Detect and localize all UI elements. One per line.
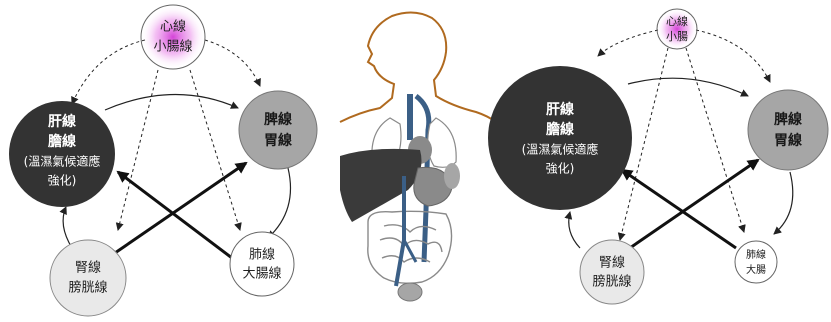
bladder-organ <box>398 283 422 301</box>
right-heart-line2: 小腸 <box>666 30 688 43</box>
right-liver-line4: 強化) <box>546 162 575 176</box>
left-bold-arrow-kidney-spleen <box>112 163 246 255</box>
spleen-organ <box>444 163 460 189</box>
left-lung-node <box>230 232 294 296</box>
right-bold-arrow-kidney-spleen <box>624 160 758 252</box>
left-dashed-arrow-heart-spleen <box>205 40 260 86</box>
left-kidney-line1: 腎線 <box>75 260 101 276</box>
right-kidney-line1: 腎線 <box>599 255 625 271</box>
left-liver-line1: 肝線 <box>48 113 76 130</box>
left-kidney-line2: 膀胱線 <box>68 280 107 296</box>
left-arrow-kidney-liver <box>63 207 72 248</box>
lung-right <box>428 118 456 167</box>
right-liver-line1: 肝線 <box>546 101 574 118</box>
right-liver-line3: (溫濕氣候適應 <box>522 142 599 157</box>
left-lung-line1: 肺線 <box>249 247 275 263</box>
right-kidney-node <box>580 240 644 304</box>
right-spleen-line1: 脾線 <box>774 111 802 128</box>
left-dashed-arrow-heart-lung <box>190 70 240 230</box>
right-arrow-spleen-lung <box>774 172 793 234</box>
left-arrow-spleen-lung <box>268 168 291 238</box>
left-kidney-node <box>50 240 126 316</box>
left-liver-line3: (溫濕氣候適應 <box>24 154 101 169</box>
right-liver-line2: 膽線 <box>546 121 574 138</box>
body-outline <box>340 12 496 122</box>
right-lung-node <box>735 241 777 283</box>
right-spleen-line2: 胃線 <box>774 132 802 149</box>
right-lung-line2: 大腸 <box>746 263 766 276</box>
right-dashed-arrow-heart-liver <box>598 30 658 56</box>
left-spleen-node <box>239 91 317 169</box>
right-kidney-line2: 膀胱線 <box>592 274 631 290</box>
left-liver-line2: 膽線 <box>48 133 76 150</box>
right-liver-node <box>488 66 632 210</box>
right-spleen-node <box>748 90 828 170</box>
left-arrow-liver-spleen <box>105 94 238 110</box>
left-heart-line1: 心線 <box>160 19 186 35</box>
left-spleen-line2: 胃線 <box>264 132 292 149</box>
left-spleen-line1: 脾線 <box>264 111 292 128</box>
left-heart-line2: 小腸線 <box>153 39 192 55</box>
right-heart-line1: 心線 <box>666 14 688 28</box>
right-diagram: 心線 小腸 肝線 膽線 (溫濕氣候適應 強化) 脾線 胃線 腎線 膀胱線 肺線 … <box>488 9 828 304</box>
left-liver-line4: 強化) <box>48 174 77 188</box>
right-arrow-liver-spleen <box>628 78 748 96</box>
left-dashed-arrow-heart-kidney <box>118 70 158 230</box>
left-dashed-arrow-heart-liver <box>72 40 145 104</box>
right-bold-arrow-lung-liver <box>622 170 736 248</box>
left-lung-line2: 大腸線 <box>242 266 281 282</box>
right-arrow-kidney-liver <box>569 212 580 248</box>
anatomy-illustration <box>340 12 496 301</box>
right-lung-line1: 肺線 <box>746 248 766 261</box>
right-dashed-arrow-heart-spleen <box>696 30 770 82</box>
left-diagram: 心線 小腸線 肝線 膽線 (溫濕氣候適應 強化) 脾線 胃線 腎線 膀胱線 肺線… <box>9 5 317 316</box>
